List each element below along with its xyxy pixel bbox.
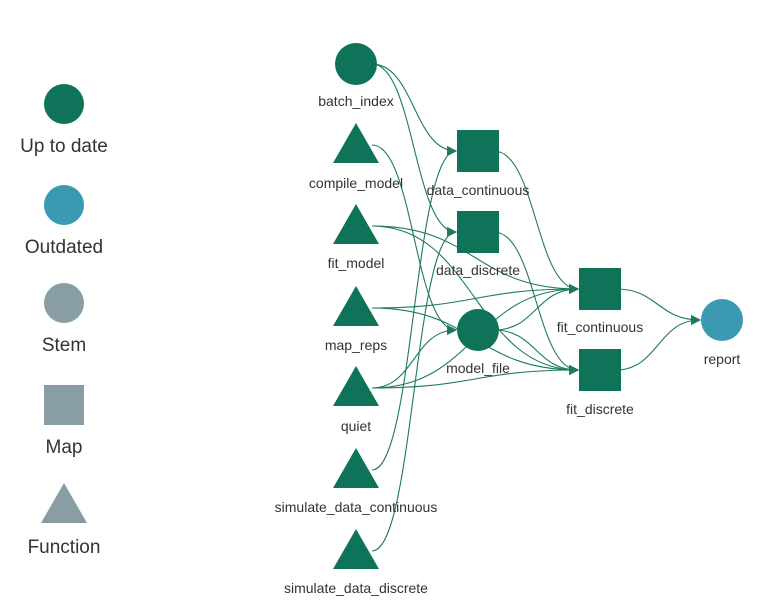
node-label: data_continuous xyxy=(427,182,530,198)
edge-simulate-data-discrete-to-data-discrete xyxy=(371,227,457,552)
legend-label: Map xyxy=(46,437,83,458)
edge-data-continuous-to-fit-continuous xyxy=(493,150,579,294)
node-label: fit_continuous xyxy=(557,319,643,335)
edge-compile-model-to-model-file xyxy=(371,144,457,335)
node-batch-index[interactable]: batch_index xyxy=(318,43,394,109)
legend-label: Function xyxy=(28,537,101,558)
edge-batch-index-to-data-continuous xyxy=(371,63,457,156)
node-label: fit_discrete xyxy=(566,401,634,417)
legend-label: Stem xyxy=(42,335,86,356)
legend-circle-icon xyxy=(44,283,84,323)
node-fit-continuous[interactable]: fit_continuous xyxy=(557,268,643,335)
edge-fit-model-to-fit-continuous xyxy=(371,225,579,294)
node-label: model_file xyxy=(446,360,510,376)
node-simulate-data-discrete[interactable]: simulate_data_discrete xyxy=(284,529,428,596)
edge-fit-discrete-to-report xyxy=(615,315,701,371)
node-circle-icon xyxy=(335,43,377,85)
legend-item-outdated: Outdated xyxy=(25,185,103,258)
edge-map-reps-to-fit-continuous xyxy=(371,284,579,309)
node-triangle-icon xyxy=(333,204,379,244)
node-label: data_discrete xyxy=(436,262,520,278)
node-circle-icon xyxy=(457,309,499,351)
node-triangle-icon xyxy=(333,448,379,488)
edge-model-file-to-fit-discrete xyxy=(493,329,579,375)
node-triangle-icon xyxy=(333,286,379,326)
legend-item-map: Map xyxy=(44,385,84,458)
node-data-discrete[interactable]: data_discrete xyxy=(436,211,520,278)
node-map-reps[interactable]: map_reps xyxy=(325,286,387,353)
edge-quiet-to-model-file xyxy=(371,325,457,389)
node-triangle-icon xyxy=(333,123,379,163)
node-fit-model[interactable]: fit_model xyxy=(328,204,385,271)
legend-circle-icon xyxy=(44,185,84,225)
edge-quiet-to-fit-discrete xyxy=(371,365,579,389)
node-label: map_reps xyxy=(325,337,387,353)
node-model-file[interactable]: model_file xyxy=(446,309,510,376)
graph-edges xyxy=(371,63,701,552)
edge-data-discrete-to-fit-discrete xyxy=(493,231,579,375)
node-square-icon xyxy=(579,268,621,310)
node-simulate-data-continuous[interactable]: simulate_data_continuous xyxy=(275,448,438,515)
legend-item-stem: Stem xyxy=(42,283,86,356)
legend-triangle-icon xyxy=(41,483,87,523)
node-square-icon xyxy=(579,349,621,391)
node-label: fit_model xyxy=(328,255,385,271)
node-label: simulate_data_continuous xyxy=(275,499,438,515)
node-triangle-icon xyxy=(333,366,379,406)
edge-batch-index-to-data-discrete xyxy=(371,63,457,237)
node-label: compile_model xyxy=(309,175,403,191)
node-fit-discrete[interactable]: fit_discrete xyxy=(566,349,634,417)
legend-label: Up to date xyxy=(20,136,108,157)
edge-fit-continuous-to-report xyxy=(615,288,701,325)
legend-circle-icon xyxy=(44,84,84,124)
node-triangle-icon xyxy=(333,529,379,569)
legend-item-function: Function xyxy=(28,483,101,558)
legend-square-icon xyxy=(44,385,84,425)
node-data-continuous[interactable]: data_continuous xyxy=(427,130,530,198)
node-label: quiet xyxy=(341,418,371,434)
graph-nodes: batch_index compile_model fit_model map_rep… xyxy=(275,43,743,596)
node-label: report xyxy=(704,351,741,367)
edge-model-file-to-fit-continuous xyxy=(493,284,579,331)
node-square-icon xyxy=(457,211,499,253)
node-circle-icon xyxy=(701,299,743,341)
node-label: batch_index xyxy=(318,93,394,109)
edge-simulate-data-continuous-to-data-continuous xyxy=(371,146,457,471)
node-square-icon xyxy=(457,130,499,172)
node-label: simulate_data_discrete xyxy=(284,580,428,596)
legend-label: Outdated xyxy=(25,237,103,258)
node-report[interactable]: report xyxy=(701,299,743,367)
legend-item-up-to-date: Up to date xyxy=(20,84,108,157)
node-quiet[interactable]: quiet xyxy=(333,366,379,434)
node-compile-model[interactable]: compile_model xyxy=(309,123,403,191)
